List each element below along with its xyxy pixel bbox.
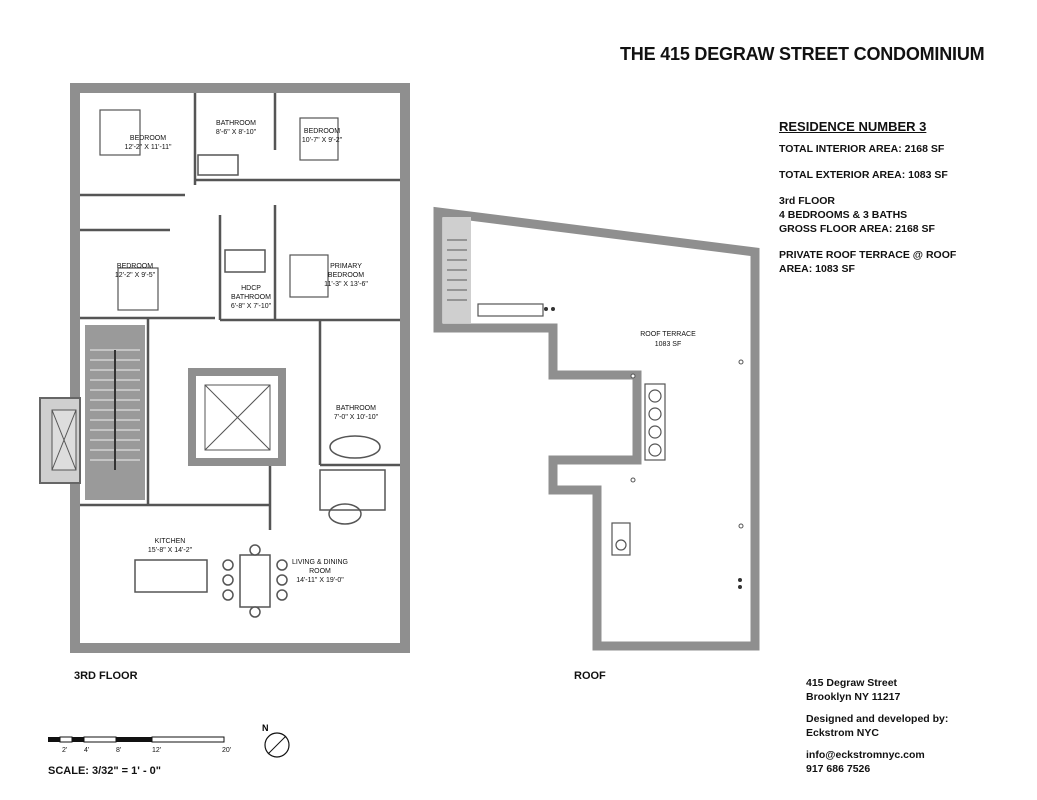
street-address: 415 Degraw Street <box>806 677 898 689</box>
residence-info: RESIDENCE NUMBER 3 TOTAL INTERIOR AREA: … <box>779 120 956 276</box>
room-label: HDCP <box>241 285 261 292</box>
room-dimensions: 15'-8" X 14'-2" <box>148 547 193 554</box>
info-line: AREA: 1083 SF <box>779 263 855 275</box>
info-line: GROSS FLOOR AREA: 2168 SF <box>779 223 935 235</box>
dining-table <box>239 554 271 608</box>
info-line: 4 BEDROOMS & 3 BATHS <box>779 209 908 221</box>
email-link[interactable]: info@eckstromnyc.com <box>806 749 925 761</box>
scale-label: SCALE: 3/32" = 1' - 0" <box>48 765 162 777</box>
room-label: BATHROOM <box>336 405 376 412</box>
room-label: BEDROOM <box>304 128 340 135</box>
room-label: BEDROOM <box>130 135 166 142</box>
north-arrow-icon: N <box>262 723 290 758</box>
room-label: BEDROOM <box>117 263 153 270</box>
info-line: PRIVATE ROOF TERRACE @ ROOF <box>779 249 957 261</box>
bed <box>99 109 141 156</box>
bed <box>299 117 339 161</box>
kitchen-island <box>134 559 208 593</box>
residence-heading: RESIDENCE NUMBER 3 <box>779 119 927 134</box>
north-label: N <box>262 723 269 733</box>
bathtub <box>224 249 266 273</box>
scale-tick: 4' <box>84 747 89 754</box>
third-floor-caption: 3RD FLOOR <box>74 670 138 682</box>
room-label: KITCHEN <box>155 538 186 545</box>
designed-label: Designed and developed by: <box>806 713 949 725</box>
room-dimensions: 11'-3" X 13'-6" <box>324 281 368 288</box>
room-dimensions: 8'-6" X 8'-10" <box>216 129 257 136</box>
address-block: 415 Degraw Street Brooklyn NY 11217 Desi… <box>806 676 948 776</box>
bed <box>117 267 159 311</box>
third-floor-plan: BEDROOM 12'-2" X 11'-11" BATHROOM 8'-6" … <box>39 83 410 653</box>
sofa <box>319 469 386 511</box>
room-label: ROOF TERRACE <box>640 331 696 338</box>
roof-terrace-outline <box>433 206 760 651</box>
city-address: Brooklyn NY 11217 <box>806 691 901 703</box>
scale-tick: 2' <box>62 747 67 754</box>
room-label: BATHROOM <box>231 294 271 301</box>
info-line: 3rd FLOOR <box>779 195 836 207</box>
info-line: TOTAL EXTERIOR AREA: 1083 SF <box>779 169 948 181</box>
bathtub <box>197 154 239 176</box>
info-line: TOTAL INTERIOR AREA: 2168 SF <box>779 143 945 155</box>
room-dimensions: 12'-2" X 11'-11" <box>124 144 172 151</box>
room-label: ROOM <box>309 568 331 575</box>
roof-plan: ROOF TERRACE 1083 SF <box>433 206 760 651</box>
room-dimensions: 14'-11" X 19'-0" <box>296 577 344 584</box>
interior-walls <box>80 93 400 530</box>
scale-bar: 2' 4' 8' 12' 20' <box>48 736 231 754</box>
roof-caption: ROOF <box>574 670 606 682</box>
room-dimensions: 12'-2" X 9'-5" <box>115 272 156 279</box>
scale-tick: 12' <box>152 747 161 754</box>
room-dimensions: 6'-8" X 7'-10" <box>231 303 272 310</box>
room-area: 1083 SF <box>655 341 681 348</box>
developer-name: Eckstrom NYC <box>806 727 879 739</box>
freestanding-tub <box>329 435 381 459</box>
page-title: THE 415 DEGRAW STREET CONDOMINIUM <box>620 44 985 64</box>
room-label: LIVING & DINING <box>292 559 348 566</box>
scale-tick: 20' <box>222 747 231 754</box>
bed <box>289 254 329 298</box>
room-dimensions: 10'-7" X 9'-2" <box>302 137 343 144</box>
room-label: PRIMARY <box>330 263 362 270</box>
room-dimensions: 7'-0" X 10'-10" <box>334 414 379 421</box>
phone-number: 917 686 7526 <box>806 763 871 775</box>
room-label: BEDROOM <box>328 272 364 279</box>
scale-tick: 8' <box>116 747 121 754</box>
room-label: BATHROOM <box>216 120 256 127</box>
